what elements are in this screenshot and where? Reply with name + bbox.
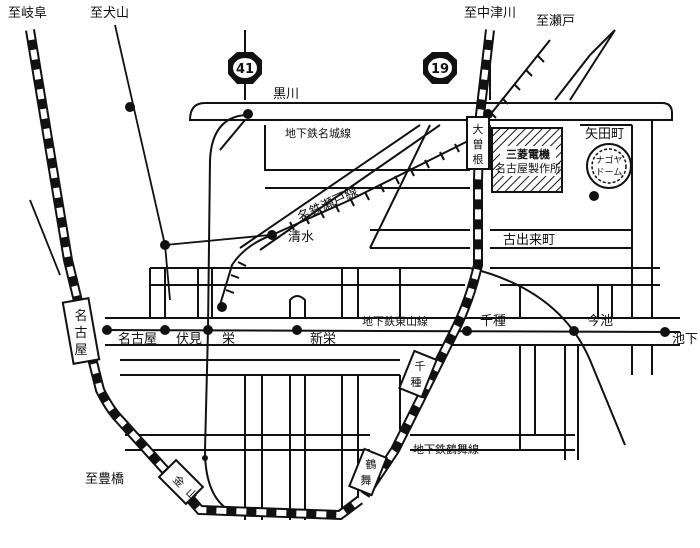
station-dot-ikeshita <box>660 327 670 337</box>
station-dot-shimizu <box>267 230 277 240</box>
higashiyama-subway-line <box>104 329 681 333</box>
meitetsu-seto-line <box>219 39 551 306</box>
v-street-8 <box>564 345 579 460</box>
label-to-inuyama: 至犬山 <box>90 6 129 21</box>
label-nagoya: 名古屋 <box>118 331 157 347</box>
label-to-toyohashi: 至豊橋 <box>85 472 124 487</box>
route-41-shield: 41 <box>228 52 262 84</box>
kurokawa-avenue <box>188 102 673 121</box>
v-street-9 <box>597 285 613 318</box>
label-yadacho: 矢田町 <box>585 127 624 142</box>
label-to-nakatsugawa: 至中津川 <box>464 6 516 21</box>
v-street-east <box>631 120 653 375</box>
station-box-tsurumai: 鶴 舞 <box>348 447 388 497</box>
label-chikusa: 千種 <box>480 313 506 329</box>
street-mid-2 <box>490 267 660 286</box>
label-shinsakae: 新栄 <box>310 331 336 347</box>
station-dot-imaike <box>569 326 579 336</box>
svg-text:曽: 曽 <box>473 137 484 151</box>
v-street-7 <box>519 285 536 450</box>
station-dot-fushimi <box>160 325 170 335</box>
svg-text:名: 名 <box>74 308 87 324</box>
station-dot-nagoya <box>102 325 112 335</box>
label-tsurumai-line: 地下鉄鶴舞線 <box>413 442 479 456</box>
label-sakae: 栄 <box>222 332 235 347</box>
label-ikeshita: 池下 <box>672 332 698 347</box>
svg-text:41: 41 <box>236 62 254 77</box>
label-shimizu: 清水 <box>288 230 314 245</box>
label-fushimi: 伏見 <box>176 332 202 347</box>
v-street-5 <box>341 268 359 515</box>
svg-text:19: 19 <box>431 62 449 77</box>
factory-label-line2: 名古屋製作所 <box>495 161 561 175</box>
street-mid-1 <box>150 267 470 286</box>
factory-label-line1: 三菱電機 <box>506 147 550 161</box>
nagoya-dome: ナゴヤ ドーム <box>586 143 632 189</box>
label-furudekimachi: 古出来町 <box>503 233 555 248</box>
shimizu-spur <box>164 234 271 246</box>
factory-label-box <box>500 146 556 176</box>
diagonal-2 <box>369 124 431 249</box>
station-dot-west <box>160 240 170 250</box>
label-imaike: 今池 <box>587 313 613 329</box>
station-box-chikusa: 千 種 <box>398 349 438 399</box>
svg-text:種: 種 <box>411 375 422 389</box>
inuyama-line <box>114 24 171 301</box>
svg-text:大: 大 <box>473 122 484 136</box>
svg-text:舞: 舞 <box>361 474 372 487</box>
station-dot-inuyama-line <box>125 102 135 112</box>
gifu-road <box>29 199 61 276</box>
station-dots <box>102 102 670 461</box>
station-dot-kurokawa <box>243 109 253 119</box>
meijo-east-line <box>469 267 626 446</box>
v-street-3 <box>244 375 263 520</box>
v-street-2 <box>197 268 213 318</box>
station-box-nagoya: 名 古 屋 <box>61 297 101 365</box>
label-to-gifu: 至岐阜 <box>8 5 47 21</box>
station-dot-chikusa <box>462 326 472 336</box>
label-kurokawa: 黒川 <box>273 87 299 102</box>
dome-label-line2: ドーム <box>596 167 623 178</box>
street-low-1 <box>120 359 400 376</box>
v-street-1 <box>149 268 166 318</box>
ne-street <box>554 29 616 101</box>
street-low-2 <box>125 434 575 451</box>
svg-text:鶴: 鶴 <box>366 457 377 471</box>
station-dot-sakae <box>203 325 213 335</box>
label-higashiyama-line: 地下鉄東山線 <box>362 314 428 328</box>
label-to-seto: 至瀬戸 <box>536 14 575 29</box>
station-dot-shinsakae <box>292 325 302 335</box>
higashiyama-avenue <box>105 317 680 346</box>
dome-label-line1: ナゴヤ <box>595 154 622 166</box>
svg-text:古: 古 <box>74 326 87 341</box>
street-grid <box>105 29 680 520</box>
route-19-shield: 19 <box>423 52 457 84</box>
meijo-subway-line <box>203 114 246 516</box>
station-dot-seto-end <box>217 302 227 312</box>
v-street-4 <box>289 375 306 520</box>
svg-text:根: 根 <box>473 152 484 166</box>
diagonal-street <box>219 119 441 251</box>
station-dot-yadacho <box>589 191 599 201</box>
svg-text:屋: 屋 <box>74 343 87 358</box>
station-dot-south <box>202 455 208 461</box>
furudekimachi-street <box>370 229 632 249</box>
shinsakae-loop <box>289 295 306 318</box>
station-box-ozone: 大 曽 根 <box>466 116 490 170</box>
svg-text:千: 千 <box>415 360 426 373</box>
label-meijo-line: 地下鉄名城線 <box>285 126 351 140</box>
jr-chuo-line <box>360 29 495 498</box>
